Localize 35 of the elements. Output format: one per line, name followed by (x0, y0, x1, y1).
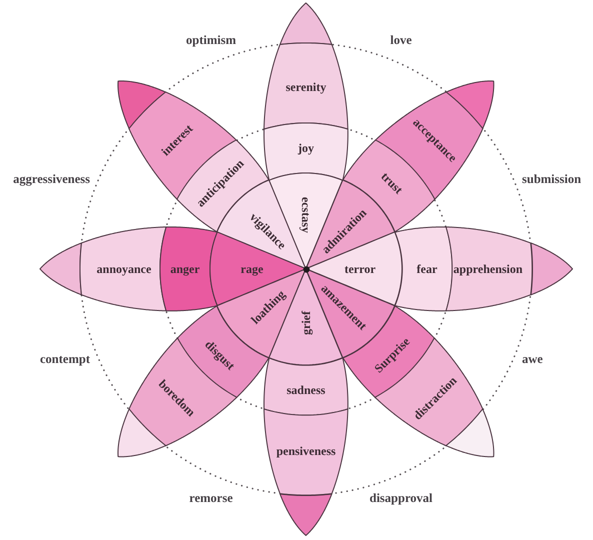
petal-segment (394, 226, 453, 312)
dyad-label: love (390, 34, 412, 46)
petal-segment (263, 42, 349, 130)
emotion-label: fear (416, 262, 438, 275)
petal-tip (39, 242, 82, 296)
emotion-label: terror (344, 262, 376, 275)
petal-segment (263, 122, 349, 182)
petal-tip (279, 492, 333, 536)
dyad-label: disapproval (370, 492, 432, 504)
emotion-label: ecstasy (300, 197, 312, 233)
petal-segment (444, 226, 533, 312)
petal-segment (263, 408, 349, 496)
emotion-label: sadness (286, 384, 326, 396)
emotion-label: serenity (286, 81, 326, 93)
dyad-label: submission (522, 172, 582, 186)
emotion-label: rage (240, 262, 264, 275)
petal-segment (79, 226, 168, 312)
petal-segment (374, 337, 484, 448)
petal-segment (263, 356, 349, 416)
petal-tip (279, 2, 333, 46)
dyad-label: remorse (189, 492, 233, 504)
petal-segment (159, 226, 218, 312)
emotion-label: anger (170, 262, 200, 275)
emotion-label: apprehension (453, 262, 523, 275)
petal-segment (128, 337, 238, 448)
petal-tip (530, 242, 573, 296)
emotion-label: annoyance (96, 262, 152, 275)
emotion-label: grief (300, 311, 312, 335)
dyad-label: awe (522, 352, 543, 366)
petal-segment (374, 90, 484, 201)
emotion-label: pensiveness (276, 444, 336, 457)
dyad-label: aggressiveness (13, 172, 90, 186)
dyad-label: contempt (40, 352, 90, 366)
emotion-label: joy (298, 142, 314, 154)
dyad-label: optimism (186, 34, 236, 46)
